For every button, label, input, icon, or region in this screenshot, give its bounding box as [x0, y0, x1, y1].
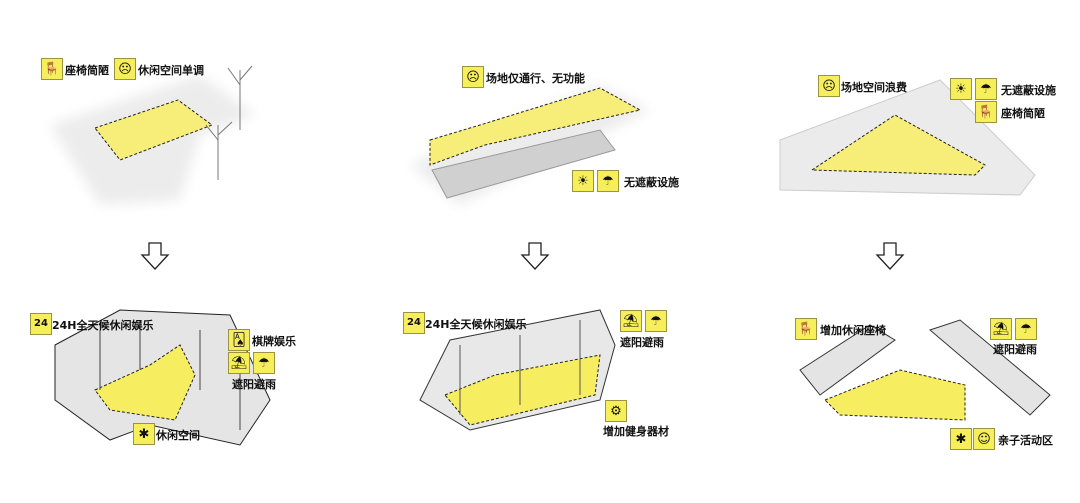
bench-icon: 🪑 — [41, 58, 63, 80]
down-arrow-icon — [140, 242, 170, 270]
child-icon: ☺ — [973, 428, 995, 450]
label-leisure-space: 休闲空间 — [156, 429, 200, 442]
sunshade-icon: ⛱ — [620, 310, 642, 332]
label-no-shelter: 无遮蔽设施 — [1001, 84, 1056, 97]
rain-cloud-icon: ☂ — [975, 78, 997, 100]
label-24h-leisure: 24H全天候休闲娱乐 — [425, 318, 527, 331]
label-monotonous-space: 休闲空间单调 — [138, 64, 204, 77]
label-card-games: 棋牌娱乐 — [252, 335, 296, 348]
umbrella-icon: ☂ — [1015, 318, 1037, 340]
site-before-2 — [410, 85, 650, 205]
label-add-seats: 增加休闲座椅 — [820, 324, 886, 337]
sun-icon: ☀ — [572, 170, 594, 192]
person-icon: ✱ — [950, 428, 972, 450]
cards-icon: 🂡 — [228, 329, 250, 351]
label-shade-rain: 遮阳避雨 — [993, 343, 1037, 356]
label-no-shelter: 无遮蔽设施 — [624, 176, 679, 189]
down-arrow-icon — [875, 242, 905, 270]
sad-face-icon: ☹ — [114, 58, 136, 80]
label-pass-only: 场地仅通行、无功能 — [486, 72, 585, 85]
label-wasted-space: 场地空间浪费 — [841, 81, 907, 94]
sad-face-icon: ☹ — [818, 75, 840, 97]
tree-icon — [205, 65, 253, 180]
label-family-area: 亲子活动区 — [998, 434, 1053, 447]
site-after-3 — [799, 319, 1051, 421]
bench-icon: 🪑 — [795, 318, 817, 340]
sun-icon: ☀ — [950, 78, 972, 100]
umbrella-icon: ☂ — [253, 352, 275, 374]
label-shade-rain: 遮阳避雨 — [620, 336, 664, 349]
site-before-1 — [50, 65, 255, 205]
bench-icon: 🪑 — [975, 101, 997, 123]
label-shade-rain: 遮阳避雨 — [232, 378, 276, 391]
site-before-3 — [779, 79, 1036, 196]
site-after-1 — [54, 309, 271, 446]
sad-face-icon: ☹ — [462, 66, 484, 88]
clock-24h-icon: 24 — [403, 312, 425, 334]
fitness-equipment-icon: ⚙ — [605, 400, 627, 422]
site-after-2 — [419, 309, 616, 431]
person-icon: ✱ — [133, 423, 155, 445]
down-arrow-icon — [520, 242, 550, 270]
sunshade-icon: ⛱ — [228, 352, 250, 374]
sunshade-icon: ⛱ — [990, 318, 1012, 340]
label-simple-seats: 座椅简陋 — [65, 64, 109, 77]
label-fitness: 增加健身器材 — [603, 425, 669, 438]
label-24h-leisure: 24H全天候休闲娱乐 — [52, 319, 154, 332]
umbrella-icon: ☂ — [645, 310, 667, 332]
label-simple-seats: 座椅简陋 — [1001, 107, 1045, 120]
rain-cloud-icon: ☂ — [597, 170, 619, 192]
clock-24h-icon: 24 — [30, 313, 52, 335]
